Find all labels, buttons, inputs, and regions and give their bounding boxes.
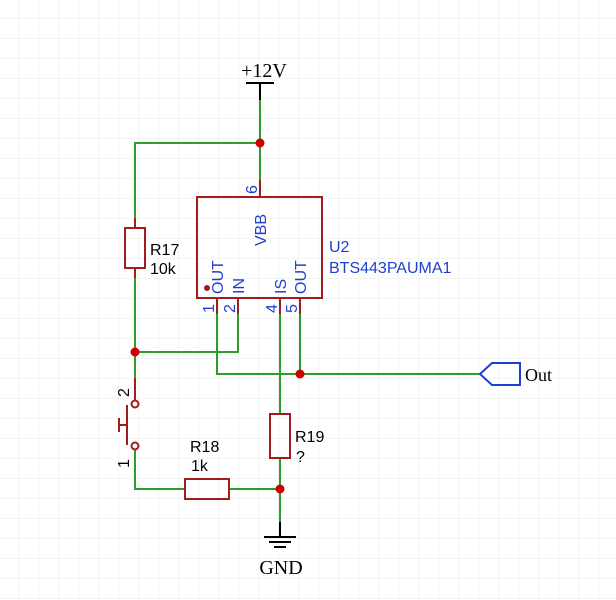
- junction-out-node: [295, 369, 305, 379]
- u2-part: BTS443PAUMA1: [329, 260, 452, 277]
- pin-out5-number: 5: [284, 304, 301, 313]
- resistor-r19[interactable]: [269, 413, 291, 459]
- power-symbol-12v: +12V: [241, 60, 287, 100]
- pin-out1-number: 1: [201, 304, 218, 313]
- pin-vbb-number: 6: [244, 185, 261, 194]
- net-label-out: Out: [525, 365, 552, 385]
- junctions: [130, 138, 305, 494]
- pin-vbb-name: VBB: [253, 214, 270, 246]
- wire-vcc-r17: [134, 142, 261, 229]
- net-label-out-flag[interactable]: [478, 362, 521, 386]
- pin-out5-name: OUT: [293, 260, 310, 294]
- junction-in-node: [130, 347, 140, 357]
- pin-is-name: IS: [273, 279, 290, 294]
- ic-u2[interactable]: [196, 180, 323, 314]
- vcc-label: +12V: [241, 60, 287, 82]
- pin-out1-name: OUT: [210, 260, 227, 294]
- switch-pin2-number: 2: [116, 388, 133, 397]
- r19-value: ?: [296, 449, 305, 466]
- push-button-switch[interactable]: [118, 378, 140, 451]
- resistor-r18[interactable]: [184, 478, 230, 500]
- junction-vcc: [255, 138, 265, 148]
- pin-in-number: 2: [222, 304, 239, 313]
- u2-ref: U2: [329, 239, 350, 256]
- r19-ref: R19: [295, 429, 324, 446]
- r17-value: 10k: [150, 261, 177, 278]
- resistor-r17[interactable]: [124, 218, 146, 278]
- r18-value: 1k: [191, 458, 209, 475]
- r18-ref: R18: [190, 439, 219, 456]
- wire-in-node: [134, 297, 239, 353]
- gnd-label: GND: [259, 557, 302, 579]
- wire-out1-outnet: [216, 297, 481, 375]
- junction-gnd-node: [275, 484, 285, 494]
- pin-is-number: 4: [264, 304, 281, 313]
- switch-pin1-number: 1: [116, 459, 133, 468]
- wire-sw-r18: [134, 449, 186, 490]
- r17-ref: R17: [150, 242, 179, 259]
- ground-symbol: [264, 522, 296, 548]
- ic-u2-pin1-marker: [204, 285, 210, 291]
- pin-in-name: IN: [231, 278, 248, 294]
